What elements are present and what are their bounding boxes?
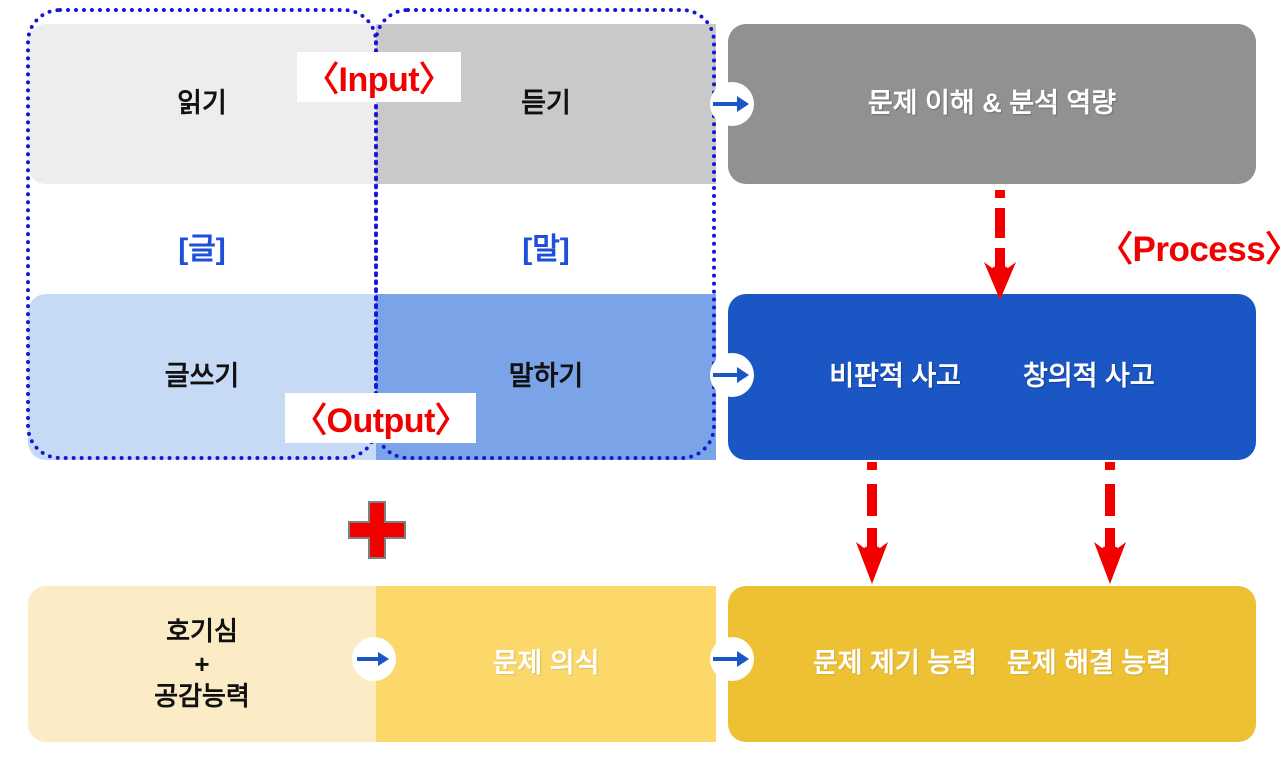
box-problem-abilities[interactable]: 문제 제기 능력 문제 해결 능력	[728, 586, 1256, 742]
box-problem-awareness[interactable]: 문제 의식	[376, 586, 716, 742]
right-arrow-icon	[713, 651, 749, 667]
plus-sign-icon	[347, 500, 407, 560]
down-arrow-icon	[984, 190, 1016, 300]
box-writing[interactable]: 글쓰기	[28, 294, 376, 460]
label-critical-thinking: 비판적 사고	[829, 361, 961, 392]
down-arrow-icon	[1094, 462, 1126, 584]
label-problem-solving-ability: 문제 해결 능력	[1007, 648, 1172, 679]
tag-process: 〈Process〉	[1098, 229, 1280, 269]
box-problem-understanding-analysis[interactable]: 문제 이해 & 분석 역량	[728, 24, 1256, 184]
label-creative-thinking: 창의적 사고	[1023, 361, 1155, 392]
right-arrow-icon	[357, 652, 389, 666]
tag-output: 〈Output〉	[285, 393, 477, 443]
connector-arrow-output-to-thinking	[710, 353, 754, 397]
label-problem-raising-ability: 문제 제기 능력	[812, 648, 977, 679]
connector-arrow-awareness-to-abilities	[710, 637, 754, 681]
red-down-arrow-understanding-to-thinking	[980, 190, 1020, 302]
label-spoken-medium: [말]	[522, 233, 570, 266]
box-reading[interactable]: 읽기	[28, 24, 376, 184]
right-arrow-icon	[713, 367, 749, 383]
box-listening[interactable]: 듣기	[376, 24, 716, 184]
label-written-medium: [글]	[178, 233, 226, 266]
right-arrow-icon	[713, 96, 749, 112]
box-curiosity-empathy[interactable]: 호기심 + 공감능력	[28, 586, 376, 742]
red-down-arrow-creative-to-solving	[1090, 462, 1130, 586]
connector-arrow-input-to-process	[710, 82, 754, 126]
plus-icon	[348, 501, 406, 559]
down-arrow-icon	[856, 462, 888, 584]
tag-input: 〈Input〉	[297, 52, 461, 102]
box-thinking-skills[interactable]: 비판적 사고 창의적 사고	[728, 294, 1256, 460]
connector-arrow-curiosity-to-awareness	[352, 637, 396, 681]
red-down-arrow-critical-to-raising	[852, 462, 892, 586]
